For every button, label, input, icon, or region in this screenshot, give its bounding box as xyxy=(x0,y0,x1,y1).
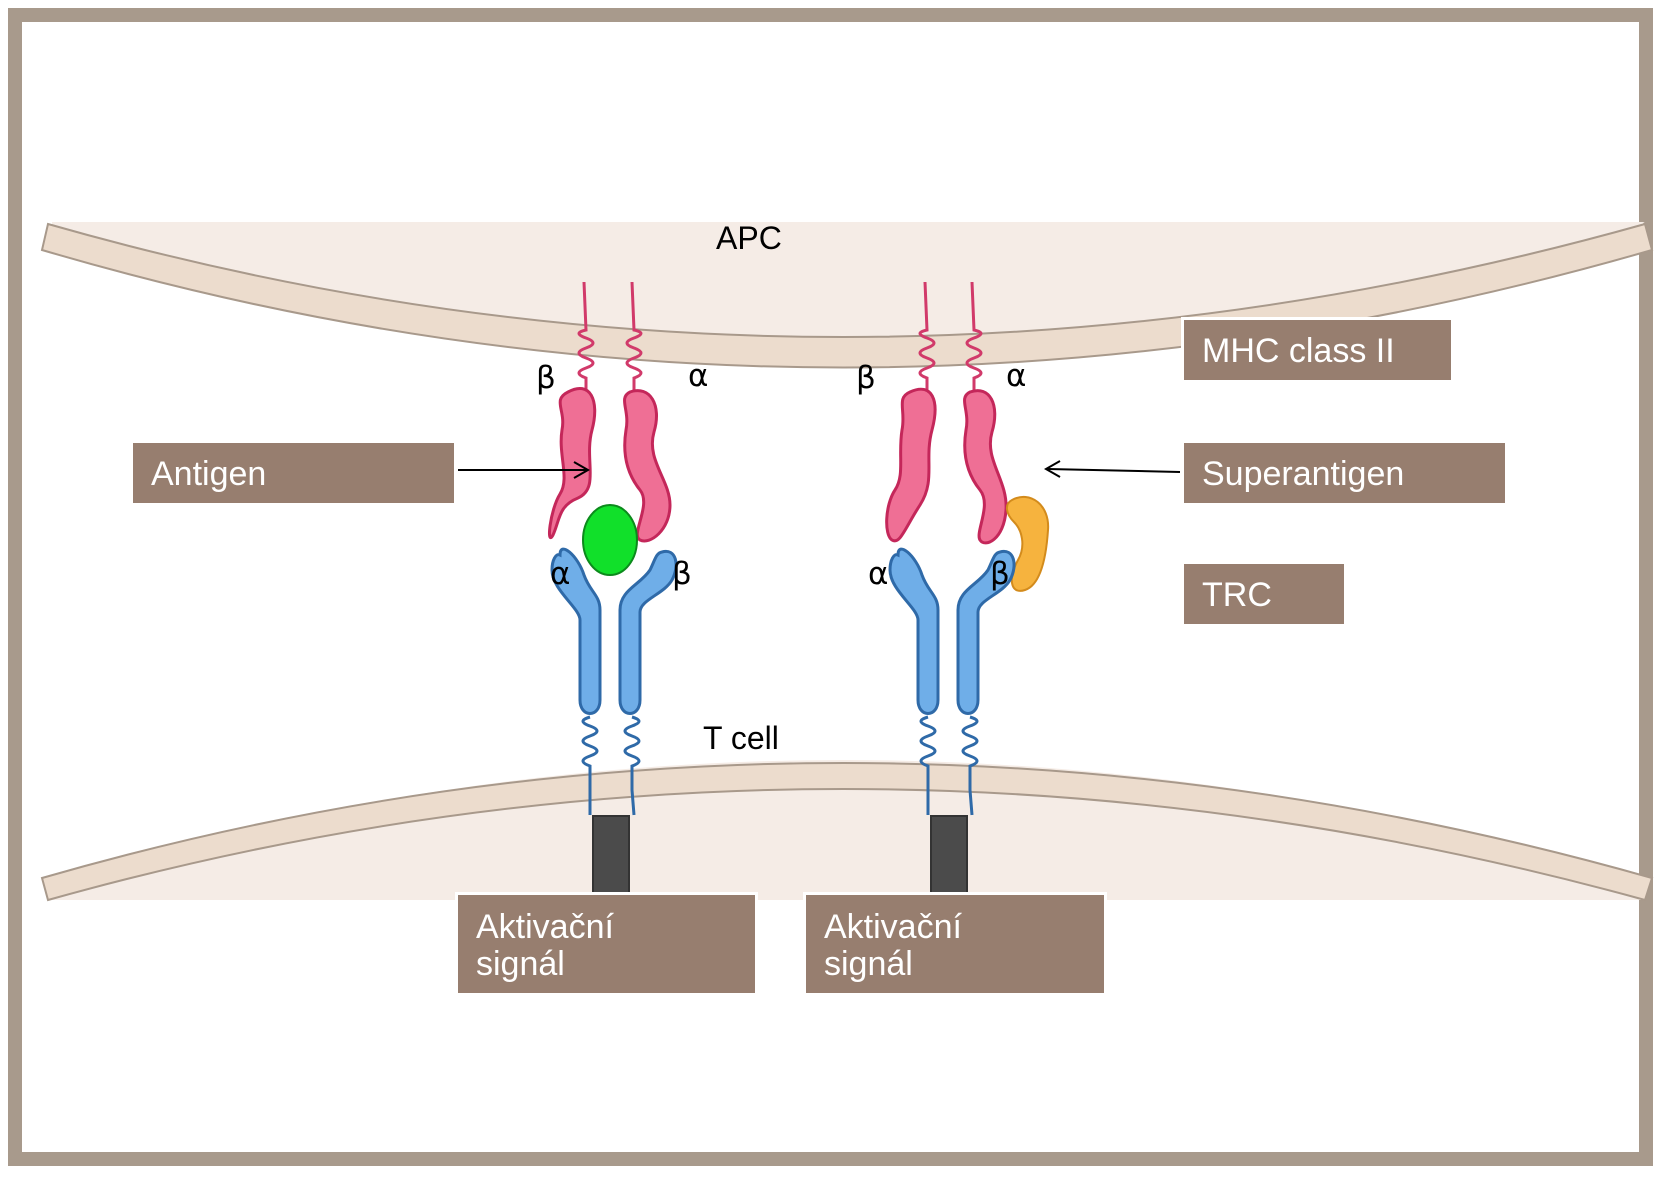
right-mhc-alpha-label: α xyxy=(1006,358,1026,394)
left-signal-block xyxy=(593,816,629,894)
left-tcr-beta-label: β xyxy=(672,556,692,592)
right-tcr-alpha-label: α xyxy=(868,556,888,592)
antigen-label: Antigen xyxy=(130,440,457,506)
left-mhc-alpha-label: α xyxy=(688,358,708,394)
t-cell-label: T cell xyxy=(703,720,779,757)
superantigen-label: Superantigen xyxy=(1181,440,1508,506)
mhc-class-ii-label: MHC class II xyxy=(1181,317,1454,383)
left-tcr-alpha-label: α xyxy=(550,556,570,592)
right-signal-block xyxy=(931,816,967,894)
right-tcr-beta-label: β xyxy=(990,556,1010,592)
superantigen-arrow xyxy=(1046,461,1180,477)
left-activation-signal-label: Aktivační signál xyxy=(455,892,758,996)
antigen-peptide xyxy=(583,505,637,575)
right-activation-signal-label: Aktivační signál xyxy=(803,892,1107,996)
apc-label: APC xyxy=(716,220,782,257)
left-mhc-beta-label: β xyxy=(536,360,556,396)
trc-label: TRC xyxy=(1181,561,1347,627)
right-mhc-beta-label: β xyxy=(856,360,876,396)
